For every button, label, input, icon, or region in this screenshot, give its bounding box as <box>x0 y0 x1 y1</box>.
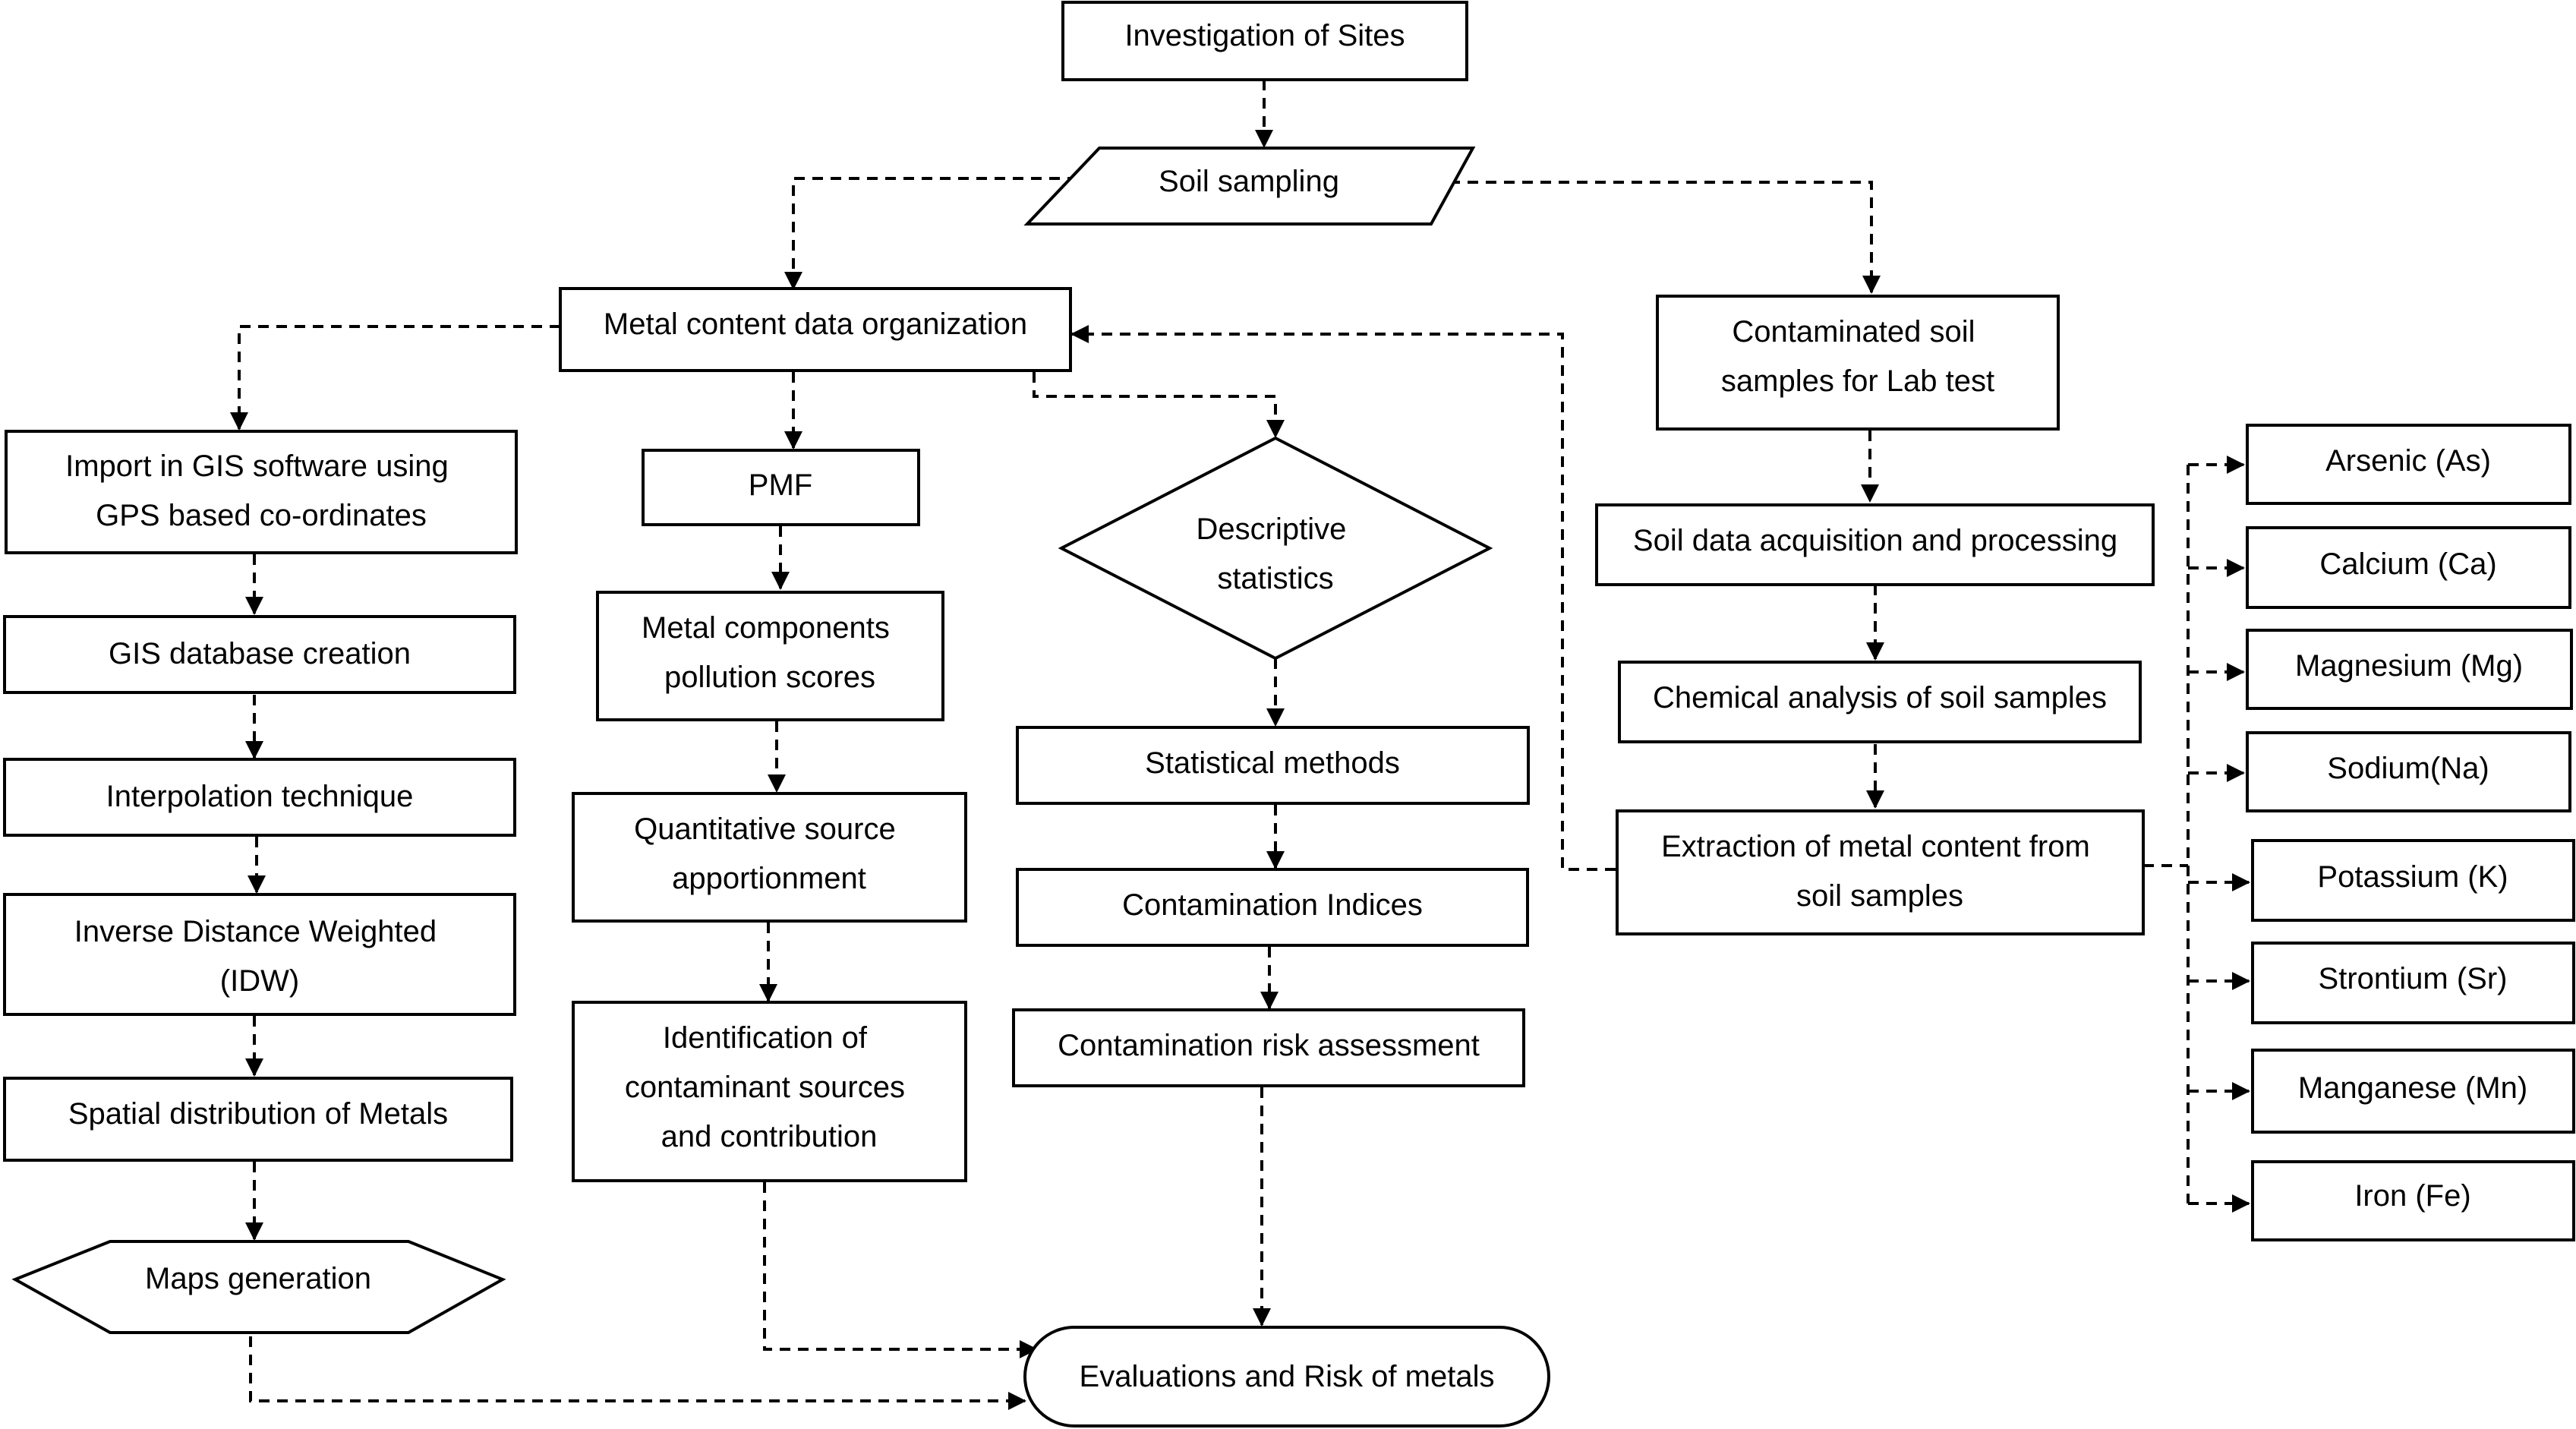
gis-database-box <box>3 615 516 694</box>
descriptive-statistics-label: Descriptive statistics <box>1197 513 1355 595</box>
connector-extraction-to-metal-content <box>1070 325 1616 871</box>
magnesium-label: Magnesium (Mg) <box>2295 649 2523 683</box>
extraction-label: Extraction of metal content from soil sa… <box>1661 830 2098 913</box>
risk-assessment-box <box>1012 1008 1525 1087</box>
pmf-label: PMF <box>749 468 812 502</box>
soil-data-acquisition-box <box>1595 503 2155 586</box>
risk-assessment-label: Contamination risk assessment <box>1058 1029 1480 1062</box>
contaminated-samples-label: Contaminated soil samples for Lab test <box>1721 315 1994 398</box>
connectors <box>230 80 2250 1410</box>
descriptive-statistics-diamond <box>1058 436 1493 661</box>
calcium-label: Calcium (Ca) <box>2319 547 2496 581</box>
statistical-methods-label: Statistical methods <box>1145 746 1400 780</box>
calcium-box <box>2246 526 2571 609</box>
soil-data-acquisition-label: Soil data acquisition and processing <box>1633 524 2117 557</box>
import-gis-box <box>5 430 518 554</box>
statistical-methods-box <box>1016 726 1530 805</box>
identification-box <box>572 1001 967 1182</box>
metal-content-box <box>559 287 1072 372</box>
strontium-box <box>2251 942 2575 1024</box>
shapes <box>3 1 2575 1427</box>
contamination-indices-box <box>1016 868 1529 947</box>
pmf-box <box>642 449 920 526</box>
sodium-label: Sodium(Na) <box>2327 752 2489 785</box>
arsenic-label: Arsenic (As) <box>2325 444 2491 478</box>
connector-identification-to-evaluations <box>763 1182 1038 1358</box>
connector-metal-content-to-descriptive <box>1033 372 1285 438</box>
labels: Investigation of Sites Soil sampling Met… <box>65 19 2527 1393</box>
iron-label: Iron (Fe) <box>2354 1179 2470 1213</box>
interpolation-label: Interpolation technique <box>106 780 414 813</box>
gis-database-label: GIS database creation <box>109 637 411 670</box>
quantitative-source-box <box>572 792 967 923</box>
idw-label: Inverse Distance Weighted (IDW) <box>74 915 445 998</box>
potassium-label: Potassium (K) <box>2317 860 2508 894</box>
evaluations-label: Evaluations and Risk of metals <box>1080 1360 1495 1393</box>
arsenic-box <box>2246 424 2571 505</box>
spatial-distribution-label: Spatial distribution of Metals <box>68 1097 448 1131</box>
magnesium-box <box>2246 629 2573 710</box>
extraction-box <box>1616 809 2145 935</box>
iron-box <box>2251 1160 2575 1241</box>
contamination-indices-label: Contamination Indices <box>1122 888 1423 922</box>
manganese-label: Manganese (Mn) <box>2298 1071 2527 1105</box>
quantitative-source-label: Quantitative source apportionment <box>634 812 904 895</box>
identification-label: Identification of contaminant sources an… <box>625 1021 913 1153</box>
maps-generation-hexagon <box>11 1240 506 1334</box>
investigation-box <box>1061 1 1468 81</box>
investigation-label: Investigation of Sites <box>1124 19 1405 52</box>
chemical-analysis-label: Chemical analysis of soil samples <box>1653 681 2107 714</box>
connector-sampling-to-contaminated <box>1431 181 1881 294</box>
connector-maps-to-evaluations <box>249 1336 1026 1410</box>
maps-generation-label: Maps generation <box>145 1262 371 1295</box>
idw-box <box>3 893 516 1016</box>
potassium-box <box>2251 839 2575 922</box>
import-gis-label: Import in GIS software using GPS based c… <box>65 450 457 532</box>
interpolation-box <box>3 758 516 837</box>
chemical-analysis-box <box>1618 661 2142 743</box>
soil-sampling-label: Soil sampling <box>1159 165 1339 198</box>
connector-metal-content-to-gis <box>230 325 560 431</box>
manganese-box <box>2251 1049 2575 1134</box>
strontium-label: Strontium (Sr) <box>2319 962 2508 995</box>
contaminated-samples-box <box>1656 295 2060 431</box>
soil-sampling-parallelogram <box>1023 147 1476 226</box>
sodium-box <box>2246 731 2571 812</box>
evaluations-terminator <box>1023 1326 1550 1427</box>
pollution-scores-box <box>596 591 944 721</box>
metal-content-label: Metal content data organization <box>604 308 1027 341</box>
spatial-distribution-box <box>3 1077 513 1162</box>
pollution-scores-label: Metal components pollution scores <box>642 611 898 694</box>
connector-sampling-to-metal-content <box>784 177 1078 290</box>
